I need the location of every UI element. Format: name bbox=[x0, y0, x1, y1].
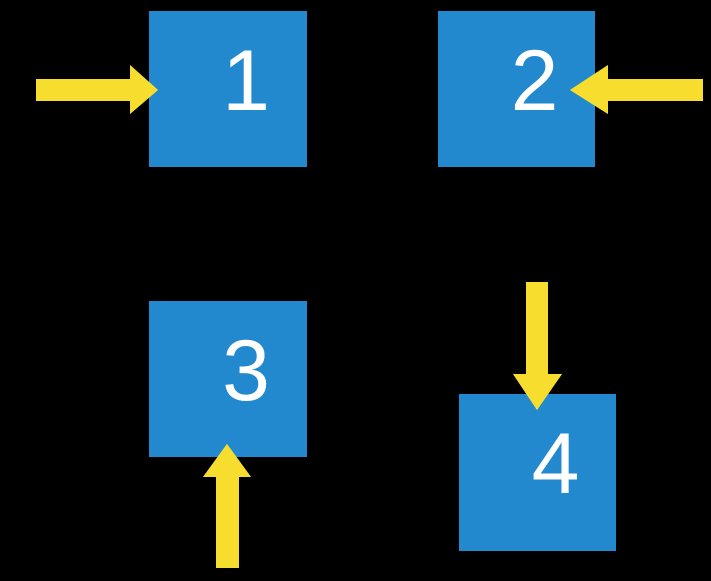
node-box-2[interactable] bbox=[438, 11, 595, 167]
node-box-3[interactable] bbox=[149, 301, 307, 457]
node-box-4[interactable] bbox=[459, 394, 616, 551]
node-box-1[interactable] bbox=[149, 11, 307, 167]
node-box-2-label: 2 bbox=[510, 33, 559, 129]
node-box-1-label: 1 bbox=[222, 33, 270, 129]
node-box-4-label: 4 bbox=[531, 416, 580, 512]
node-box-3-label: 3 bbox=[222, 323, 270, 419]
